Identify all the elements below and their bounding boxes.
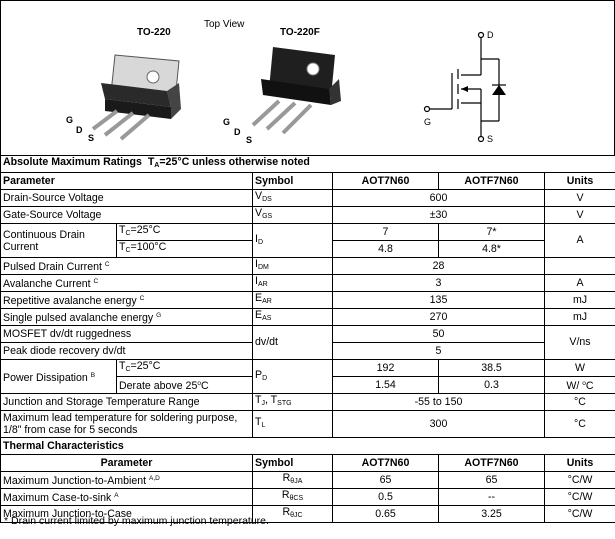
table-row: Maximum lead temperature for soldering p… [0,410,615,438]
col-aotf7n60: AOTF7N60 [438,172,545,190]
col-parameter: Parameter [0,172,253,190]
amr-title-row: Absolute Maximum Ratings TA=25°C unless … [0,155,615,173]
schematic-d-label: D [487,30,494,40]
table-row: MOSFET dv/dt ruggedness dv/dt 50 V/ns [0,325,615,360]
thermal-header-row: Parameter Symbol AOT7N60 AOTF7N60 Units [0,454,615,472]
thermal-title-row: Thermal Characteristics [0,437,615,455]
amr-header-row: Parameter Symbol AOT7N60 AOTF7N60 Units [0,172,615,190]
to220-package-icon [91,54,181,141]
table-row: Power Dissipation B TC=25°C PD 192 38.5 … [0,359,615,394]
to220-lead-d: D [76,125,83,135]
table-row: Derate above 25oC 1.54 0.3 W/ oC [1,376,615,394]
to220f-lead-d: D [234,127,241,137]
table-row: Maximum Junction-to-Case RθJC 0.65 3.25 … [0,505,615,523]
amr-title: Absolute Maximum Ratings TA=25°C unless … [0,155,615,173]
top-view-label: Top View [204,19,245,30]
footnote: * Drain current limited by maximum junct… [4,515,269,527]
table-row: Drain-Source Voltage VDS 600 V [0,189,615,207]
table-row: Avalanche Current C IAR 3 A [0,274,615,292]
col-aot7n60: AOT7N60 [332,172,439,190]
to220f-package-icon [251,47,341,135]
to220f-lead-g: G [223,117,231,127]
table-row: Pulsed Drain Current C IDM 28 [0,257,615,275]
package-area: TO-220 Top View TO-220F G D S G D [0,0,615,156]
table-row: Repetitive avalanche energy C EAR 135 mJ [0,291,615,309]
table-row: Junction and Storage Temperature Range T… [0,393,615,411]
to220f-lead-s: S [246,135,253,145]
to220-label: TO-220 [137,27,171,38]
table-row: Gate-Source Voltage VGS ±30 V [0,206,615,224]
table-row: Peak diode recovery dv/dt 5 [0,342,615,360]
table-row: Maximum Junction-to-Ambient A,D RθJA 65 … [0,471,615,489]
schematic-s-label: S [487,134,494,144]
schematic-g-label: G [424,117,432,127]
col-units: Units [544,172,615,190]
to220-lead-g: G [66,115,74,125]
table-row: Maximum Case-to-sink A RθCS 0.5 -- °C/W [0,488,615,506]
col-symbol: Symbol [252,172,333,190]
to220-lead-s: S [88,133,95,143]
ratings-table: Absolute Maximum Ratings TA=25°C unless … [0,155,615,523]
table-row: Single pulsed avalanche energy G EAS 270… [0,308,615,326]
to220f-label: TO-220F [280,27,320,38]
mosfet-schematic-icon [423,31,506,143]
thermal-title: Thermal Characteristics [0,437,615,455]
table-row: TC=100°C 4.8 4.8* [1,240,615,258]
